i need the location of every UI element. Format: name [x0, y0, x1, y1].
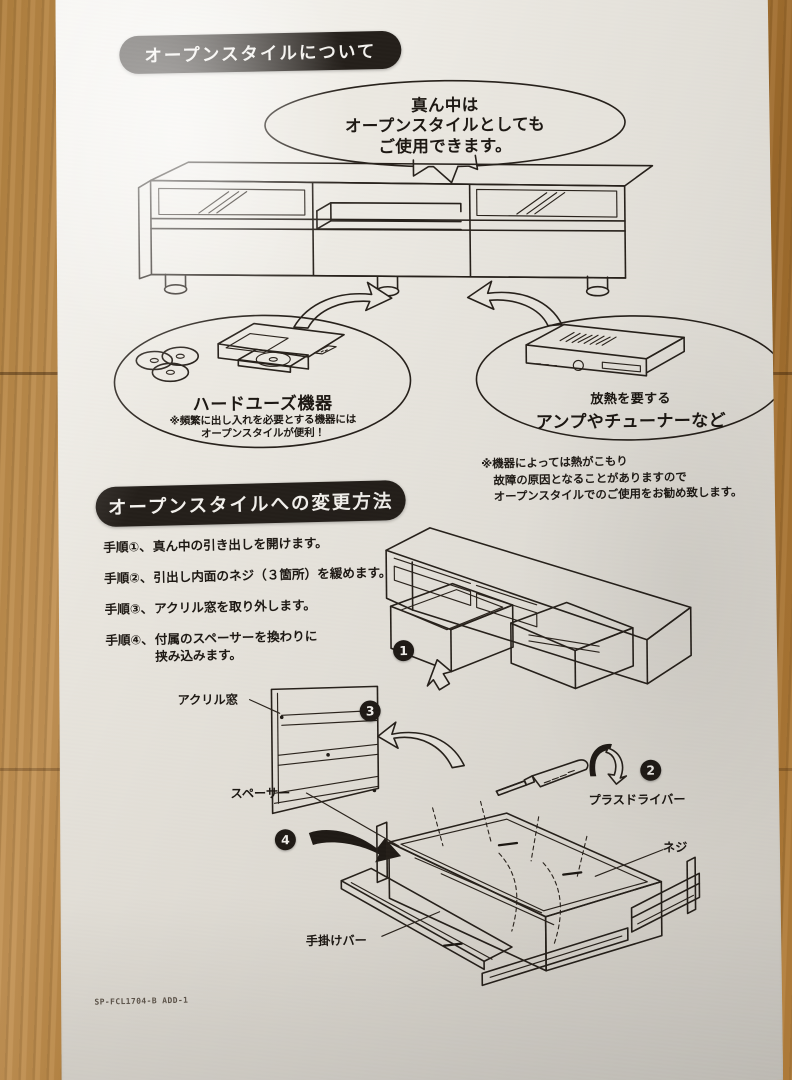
disc-stack-icon: [134, 346, 210, 383]
step-4-label: 手順④、: [105, 631, 154, 648]
drawer-box-illustration: [331, 799, 713, 1003]
step-3-label: 手順③、: [104, 600, 154, 617]
step-4-text-line-2: 挟み込みます。: [155, 646, 243, 664]
leader-acrylic-window: [250, 695, 284, 717]
arrow-rotate-step-2: [584, 742, 628, 784]
instruction-sheet: オープンスタイルについて 真ん中は オープンスタイルとしても ご使用できます。: [47, 0, 784, 1080]
callout-left-note-line-2: オープンスタイルが便利！: [200, 427, 326, 441]
arrow-step-1: [415, 658, 455, 694]
marker-step-4: 4: [275, 829, 296, 850]
callout-heat-devices: 放熱を要する アンプやチューナーなど: [474, 312, 783, 443]
step-4-text: 付属のスペーサーを換わりに 挟み込みます。: [154, 627, 318, 665]
cabinet-open-drawers-illustration: [360, 511, 722, 699]
balloon-line-1: 真ん中は: [410, 95, 479, 116]
section-header-open-style: オープンスタイルについて: [119, 31, 402, 75]
heat-warning-note: ※機器によっては熱がこもり 故障の原因となることがありますので オープンスタイル…: [481, 450, 742, 505]
step-4-text-line-1: 付属のスペーサーを換わりに: [154, 628, 318, 647]
marker-step-3: 3: [360, 700, 381, 721]
label-handle-bar: 手掛けバー: [305, 933, 367, 949]
leader-handle-bar: [382, 910, 444, 945]
footer-product-code: SP-FCL1704-B ADD-1: [94, 995, 189, 1007]
step-2-text: 引出し内面のネジ（３箇所）を緩めます。: [153, 564, 392, 585]
amplifier-icon: [516, 317, 697, 385]
arrow-step-3: [378, 722, 466, 771]
label-spacer: スペーサー: [230, 786, 291, 801]
step-1-text: 真ん中の引き出しを開けます。: [152, 535, 328, 554]
step-2-label: 手順②、: [103, 569, 153, 586]
dvd-player-icon: [196, 319, 347, 382]
balloon-line-2: オープンスタイルとしても: [344, 115, 546, 137]
step-3-text: アクリル窓を取り外します。: [153, 597, 317, 616]
callout-left-caption: ハードユーズ機器: [192, 393, 333, 416]
marker-step-1: 1: [393, 640, 414, 661]
callout-right-caption-line-2: アンプやチューナーなど: [535, 411, 727, 433]
screwdriver-illustration: [494, 760, 594, 801]
step-1-label: 手順①、: [103, 538, 152, 555]
callout-hard-use-devices: ハードユーズ機器 ※頻繁に出し入れを必要とする機器には オープンスタイルが便利！: [112, 312, 413, 451]
callout-left-note: ※頻繁に出し入れを必要とする機器には オープンスタイルが便利！: [113, 413, 413, 443]
marker-step-2: 2: [640, 760, 661, 781]
label-acrylic-window: アクリル窓: [177, 692, 238, 708]
